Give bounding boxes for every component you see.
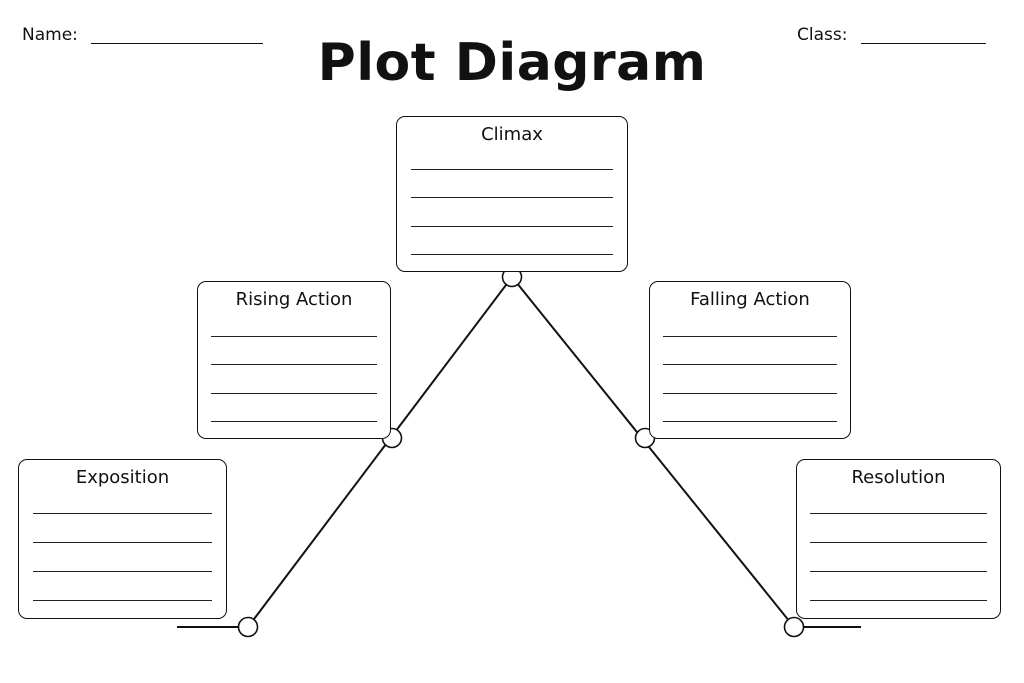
rising-action-title: Rising Action (235, 289, 353, 310)
resolution-line-4[interactable] (810, 600, 987, 601)
class-label: Class: (797, 25, 848, 45)
rising-action-line-3[interactable] (211, 393, 377, 394)
resolution-box: Resolution (796, 459, 1001, 619)
climax-box: Climax (396, 116, 628, 272)
resolution-line-2[interactable] (810, 542, 987, 543)
resolution-title: Resolution (851, 467, 946, 488)
falling-action-line-1[interactable] (663, 336, 837, 337)
exposition-line-1[interactable] (33, 513, 212, 514)
climax-line-4[interactable] (411, 254, 613, 255)
climax-title: Climax (481, 124, 543, 145)
name-field[interactable] (91, 43, 263, 44)
climax-line-3[interactable] (411, 226, 613, 227)
page-title: Plot Diagram (317, 33, 707, 93)
climax-line-1[interactable] (411, 169, 613, 170)
exposition-box: Exposition (18, 459, 227, 619)
resolution-point (783, 616, 805, 638)
falling-action-title: Falling Action (690, 289, 810, 310)
rising-action-line-2[interactable] (211, 364, 377, 365)
class-field[interactable] (861, 43, 986, 44)
climax-line-2[interactable] (411, 197, 613, 198)
exposition-line-2[interactable] (33, 542, 212, 543)
resolution-line-3[interactable] (810, 571, 987, 572)
rising-action-box: Rising Action (197, 281, 391, 439)
exposition-title: Exposition (75, 467, 170, 488)
rising-line (247, 276, 513, 628)
resolution-line-1[interactable] (810, 513, 987, 514)
falling-action-box: Falling Action (649, 281, 851, 439)
rising-action-line-1[interactable] (211, 336, 377, 337)
rising-action-line-4[interactable] (211, 421, 377, 422)
falling-action-line-4[interactable] (663, 421, 837, 422)
falling-action-line-3[interactable] (663, 393, 837, 394)
name-label: Name: (22, 25, 78, 45)
exposition-line-3[interactable] (33, 571, 212, 572)
exposition-line-4[interactable] (33, 600, 212, 601)
falling-action-line-2[interactable] (663, 364, 837, 365)
exposition-point (237, 616, 259, 638)
falling-line (511, 276, 795, 628)
